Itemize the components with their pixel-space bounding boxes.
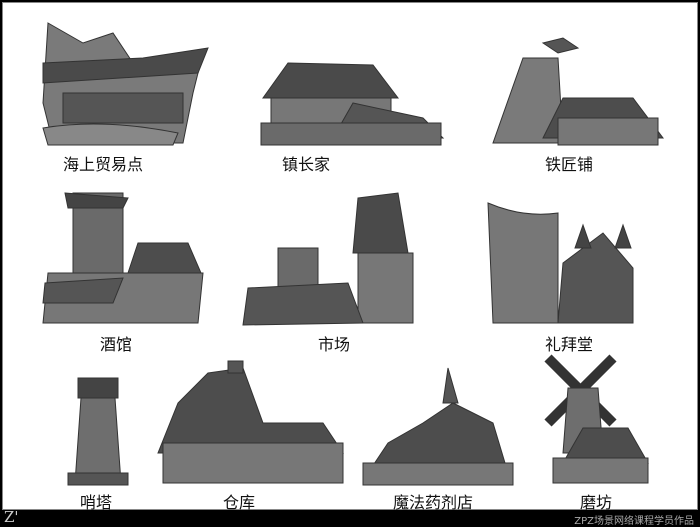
building-label: 魔法药剂店	[392, 493, 474, 512]
watchtower-sketch	[67, 377, 129, 486]
building-label: 酒馆	[99, 335, 133, 354]
building-label: 市场	[317, 335, 351, 354]
building-label: 哨塔	[79, 493, 113, 512]
logo: Z'	[4, 508, 19, 526]
building-sketches	[42, 22, 664, 486]
potion-shop-sketch	[362, 367, 514, 486]
credit-text: ZPZ场景网络课程学员作品	[574, 516, 694, 527]
blacksmith-sketch	[492, 37, 664, 146]
warehouse-sketch	[157, 360, 344, 484]
building-label: 海上贸易点	[62, 155, 144, 174]
tavern-sketch	[42, 192, 204, 324]
building-label: 礼拜堂	[544, 335, 594, 354]
concept-sheet: 海上贸易点 镇长家 铁匠铺 酒馆 市场 礼拜堂 哨塔 仓库 魔法药剂店 磨坊	[2, 2, 698, 512]
market-sketch	[242, 192, 414, 326]
building-label: 铁匠铺	[544, 155, 594, 174]
building-label: 镇长家	[281, 155, 331, 174]
sea-trade-post-sketch	[42, 22, 209, 146]
chapel-sketch	[487, 202, 634, 324]
mayor-house-sketch	[260, 62, 445, 146]
building-label: 磨坊	[579, 493, 613, 512]
building-label: 仓库	[222, 493, 256, 512]
mill-sketch	[544, 354, 649, 484]
